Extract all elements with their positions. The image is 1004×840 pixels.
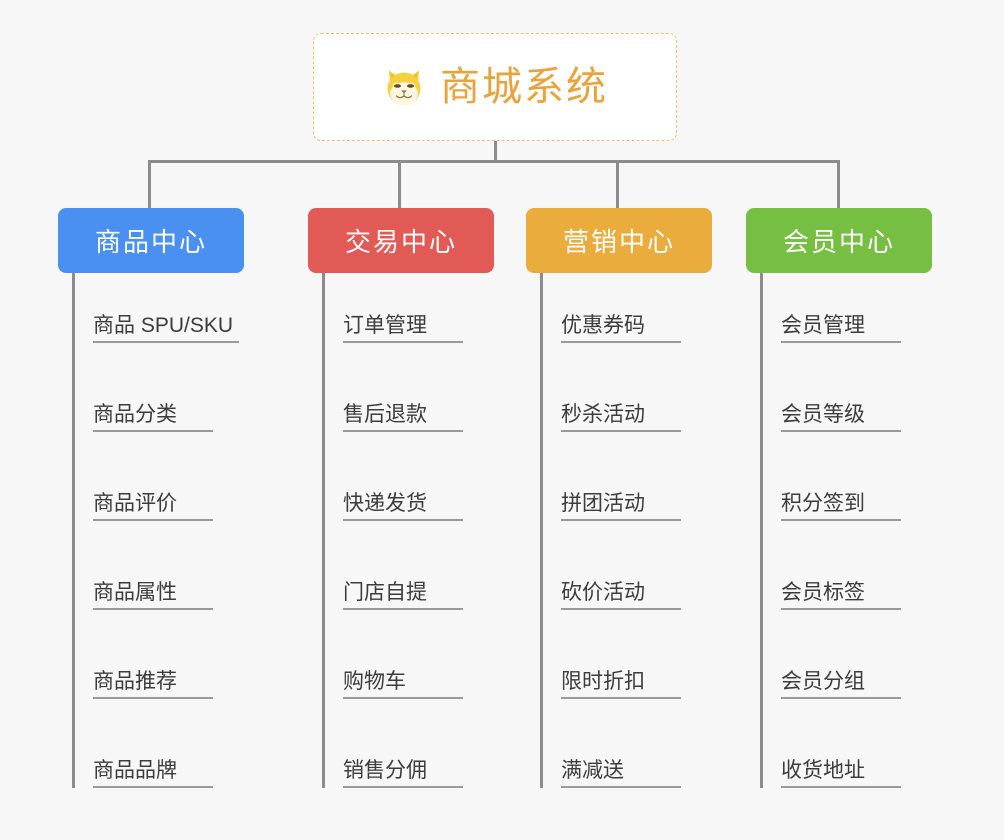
leaf-item[interactable]: 门店自提 bbox=[343, 521, 463, 610]
leaf-label: 秒杀活动 bbox=[561, 402, 645, 426]
connector-drop-0 bbox=[148, 160, 151, 208]
leaf-label: 购物车 bbox=[343, 669, 406, 693]
leaf-item[interactable]: 会员标签 bbox=[781, 521, 901, 610]
leaf-item[interactable]: 收货地址 bbox=[781, 699, 901, 788]
leaf-item[interactable]: 商品 SPU/SKU bbox=[93, 273, 240, 343]
leaf-label: 会员标签 bbox=[781, 580, 865, 604]
leaf-label: 快递发货 bbox=[343, 491, 427, 515]
leaf-label: 商品分类 bbox=[93, 402, 177, 426]
leaf-item[interactable]: 拼团活动 bbox=[561, 432, 681, 521]
leaf-item[interactable]: 满减送 bbox=[561, 699, 681, 788]
leaf-label: 门店自提 bbox=[343, 580, 427, 604]
branch-header-0[interactable]: 商品中心 bbox=[58, 208, 244, 273]
branch-header-2[interactable]: 营销中心 bbox=[526, 208, 712, 273]
leaf-item[interactable]: 限时折扣 bbox=[561, 610, 681, 699]
leaf-item[interactable]: 会员管理 bbox=[781, 273, 901, 343]
leaf-item[interactable]: 快递发货 bbox=[343, 432, 463, 521]
leaf-label: 会员管理 bbox=[781, 313, 865, 337]
leaf-item[interactable]: 订单管理 bbox=[343, 273, 463, 343]
leaf-item[interactable]: 商品品牌 bbox=[93, 699, 213, 788]
leaf-item[interactable]: 商品分类 bbox=[93, 343, 213, 432]
leaf-label: 商品评价 bbox=[93, 491, 177, 515]
leaf-label: 砍价活动 bbox=[561, 580, 645, 604]
leaf-label: 商品 SPU/SKU bbox=[93, 313, 234, 337]
branch-column-0: 商品中心 商品 SPU/SKU 商品分类 商品评价 商品属性 商品推荐 商品品牌 bbox=[58, 208, 244, 788]
leaf-group-0: 商品 SPU/SKU 商品分类 商品评价 商品属性 商品推荐 商品品牌 bbox=[72, 273, 244, 788]
connector-drop-1 bbox=[398, 160, 401, 208]
branch-header-label: 营销中心 bbox=[562, 227, 675, 257]
root-title: 商城系统 bbox=[440, 65, 608, 109]
leaf-label: 会员分组 bbox=[781, 669, 865, 693]
connector-root-stem bbox=[494, 141, 497, 162]
leaf-label: 商品属性 bbox=[93, 580, 177, 604]
leaf-item[interactable]: 售后退款 bbox=[343, 343, 463, 432]
connector-drop-2 bbox=[616, 160, 619, 208]
leaf-label: 销售分佣 bbox=[343, 758, 427, 782]
leaf-item[interactable]: 销售分佣 bbox=[343, 699, 463, 788]
branch-column-1: 交易中心 订单管理 售后退款 快递发货 门店自提 购物车 销售分佣 bbox=[308, 208, 494, 788]
shiba-dog-icon bbox=[387, 70, 421, 106]
leaf-label: 优惠券码 bbox=[561, 313, 645, 337]
branch-header-label: 交易中心 bbox=[344, 227, 457, 257]
branch-header-label: 会员中心 bbox=[782, 227, 895, 257]
branch-header-label: 商品中心 bbox=[94, 227, 207, 257]
connector-horizontal-bus bbox=[148, 160, 840, 163]
leaf-label: 拼团活动 bbox=[561, 491, 645, 515]
leaf-label: 售后退款 bbox=[343, 402, 427, 426]
leaf-item[interactable]: 会员分组 bbox=[781, 610, 901, 699]
leaf-item[interactable]: 购物车 bbox=[343, 610, 463, 699]
leaf-label: 收货地址 bbox=[781, 758, 865, 782]
leaf-label: 商品品牌 bbox=[93, 758, 177, 782]
root-node[interactable]: 商城系统 bbox=[313, 33, 677, 141]
leaf-label: 订单管理 bbox=[343, 313, 427, 337]
leaf-item[interactable]: 会员等级 bbox=[781, 343, 901, 432]
leaf-item[interactable]: 优惠券码 bbox=[561, 273, 681, 343]
leaf-item[interactable]: 商品推荐 bbox=[93, 610, 213, 699]
branch-column-3: 会员中心 会员管理 会员等级 积分签到 会员标签 会员分组 收货地址 bbox=[746, 208, 932, 788]
branch-header-3[interactable]: 会员中心 bbox=[746, 208, 932, 273]
leaf-item[interactable]: 秒杀活动 bbox=[561, 343, 681, 432]
leaf-item[interactable]: 积分签到 bbox=[781, 432, 901, 521]
leaf-item[interactable]: 商品评价 bbox=[93, 432, 213, 521]
leaf-label: 积分签到 bbox=[781, 491, 865, 515]
leaf-group-1: 订单管理 售后退款 快递发货 门店自提 购物车 销售分佣 bbox=[322, 273, 494, 788]
leaf-label: 限时折扣 bbox=[561, 669, 645, 693]
leaf-label: 满减送 bbox=[561, 758, 624, 782]
leaf-item[interactable]: 商品属性 bbox=[93, 521, 213, 610]
leaf-group-3: 会员管理 会员等级 积分签到 会员标签 会员分组 收货地址 bbox=[760, 273, 932, 788]
leaf-label: 会员等级 bbox=[781, 402, 865, 426]
branch-header-1[interactable]: 交易中心 bbox=[308, 208, 494, 273]
leaf-item[interactable]: 砍价活动 bbox=[561, 521, 681, 610]
leaf-group-2: 优惠券码 秒杀活动 拼团活动 砍价活动 限时折扣 满减送 bbox=[540, 273, 712, 788]
branch-column-2: 营销中心 优惠券码 秒杀活动 拼团活动 砍价活动 限时折扣 满减送 bbox=[526, 208, 712, 788]
connector-drop-3 bbox=[837, 160, 840, 208]
leaf-label: 商品推荐 bbox=[93, 669, 177, 693]
